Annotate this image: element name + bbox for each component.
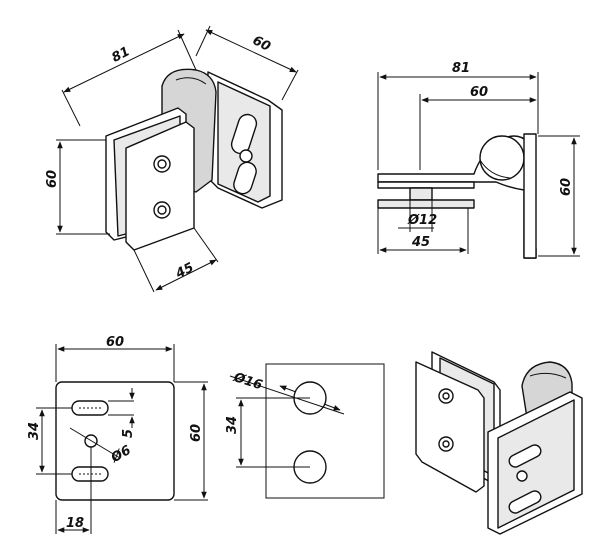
glass-panel-view: Ø16 34 [225, 363, 385, 499]
wall-hole-bottom [516, 470, 528, 482]
dim-front-18: 18 [66, 516, 84, 531]
dim-glass-34: 34 [225, 416, 240, 434]
screw-icon [438, 436, 454, 452]
isometric-view-bottom [415, 351, 583, 535]
front-plate [55, 381, 175, 501]
front-plate-view: 60 34 5 Ø6 60 18 [27, 335, 208, 534]
wall-plate-slot-top [230, 113, 258, 155]
dim-side-81: 81 [452, 61, 470, 76]
dim-iso-60-top: 60 [250, 33, 273, 55]
screw-shaft [409, 187, 433, 201]
side-clamp-plate [377, 199, 475, 209]
slot-top [71, 400, 109, 416]
side-wall-plate [523, 133, 537, 259]
wall-plate-slot-bottom [233, 161, 257, 195]
wall-plate-hole [239, 149, 253, 163]
wall-slot-bottom-bottom [508, 490, 542, 514]
dim-side-dia-12: Ø12 [407, 213, 437, 228]
screw-icon [153, 201, 171, 219]
dim-iso-81: 81 [109, 44, 132, 66]
wall-slot-top-bottom [508, 444, 542, 468]
dim-side-45: 45 [411, 235, 430, 250]
dim-front-5: 5 [121, 429, 136, 438]
dim-side-60-right: 60 [559, 178, 574, 196]
screw-icon [153, 155, 171, 173]
dim-front-34: 34 [27, 422, 42, 440]
dim-front-60-top: 60 [106, 335, 124, 350]
hinge-knuckle-circle [479, 135, 525, 181]
glass-clamp-front-bottom [415, 361, 485, 493]
dim-glass-dia-16: Ø16 [231, 370, 264, 394]
dim-iso-45: 45 [173, 260, 197, 282]
dim-iso-60-left: 60 [45, 170, 60, 188]
dim-front-60-right: 60 [189, 424, 204, 442]
dim-side-60-top: 60 [470, 85, 488, 100]
glass-panel [265, 363, 385, 499]
slot-bottom [71, 466, 109, 482]
screw-icon [438, 388, 454, 404]
side-view: 81 60 60 Ø12 45 [377, 61, 580, 259]
isometric-view-top: 81 60 60 45 [45, 25, 299, 293]
